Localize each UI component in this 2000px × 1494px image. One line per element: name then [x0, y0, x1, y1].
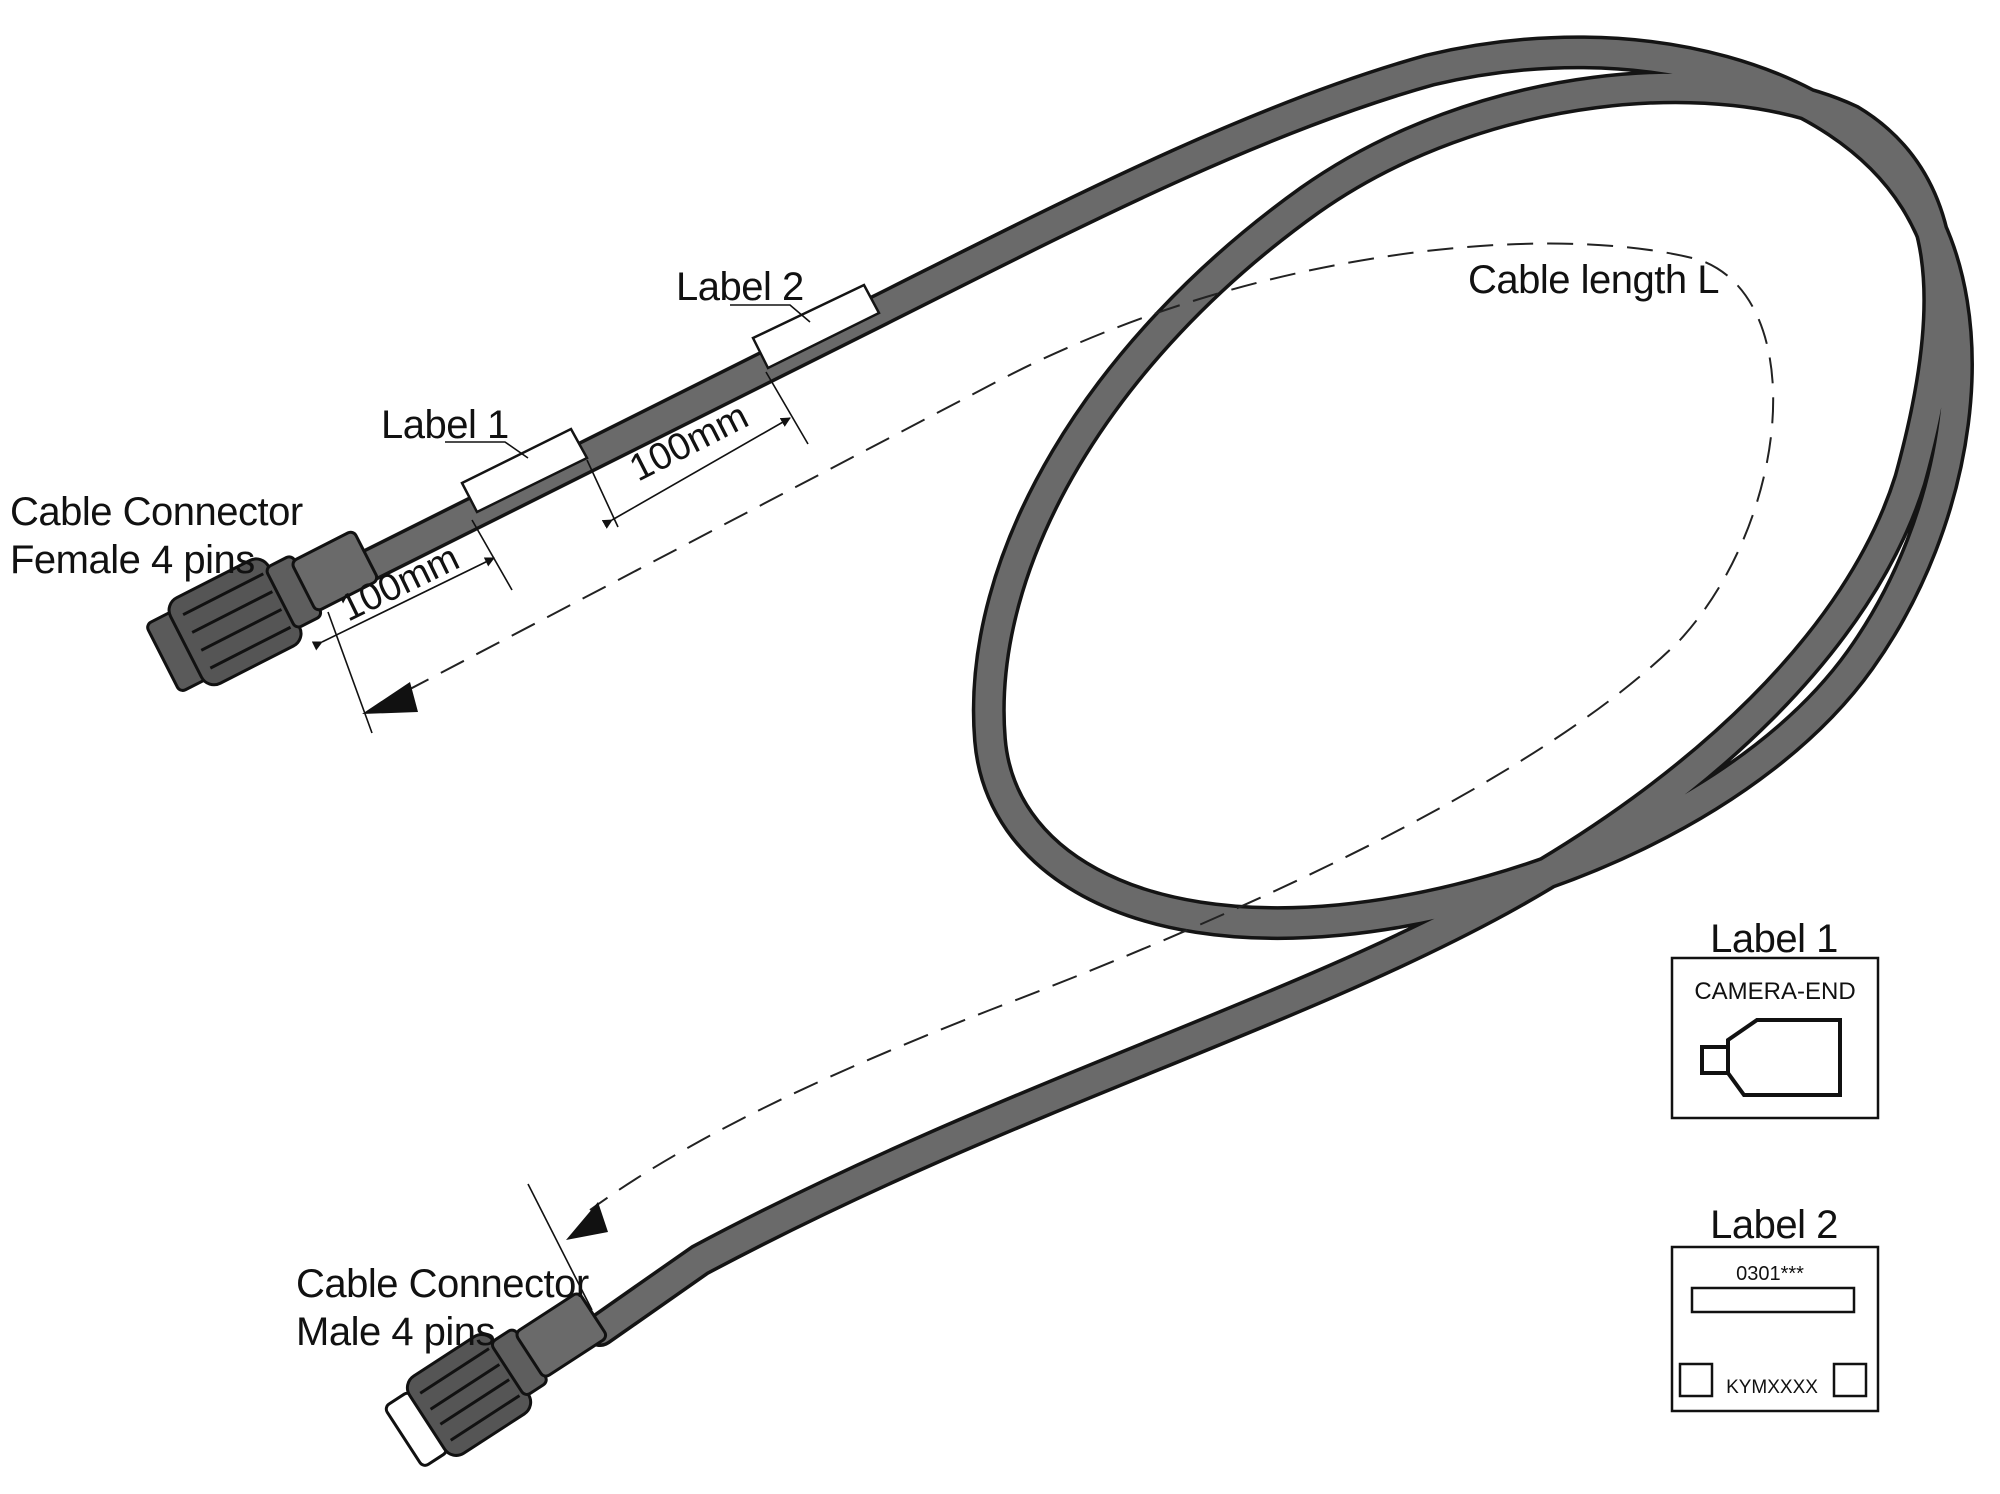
- label2-leader: [730, 304, 811, 323]
- cable: [283, 35, 1974, 1347]
- label2-callout-text: Label 2: [676, 265, 804, 309]
- label1-leader: [445, 441, 529, 459]
- camera-icon: [1700, 1018, 1842, 1097]
- label2-sleeve: [751, 283, 881, 370]
- female-connector: [146, 530, 379, 692]
- cable-length-text: Cable length L: [1468, 258, 1719, 302]
- male-connector: [384, 1292, 608, 1467]
- male-connector-line1: Cable Connector: [296, 1262, 589, 1306]
- label1-box: Label 1 CAMERA-END: [1670, 917, 1880, 1120]
- label1-box-title: Label 1: [1710, 917, 1838, 961]
- label2-box-code: 0301***: [1736, 1263, 1804, 1285]
- female-connector-line1: Cable Connector: [10, 490, 303, 534]
- female-connector-line2: Female 4 pins: [10, 538, 255, 582]
- label2-box-serial: KYMXXXX: [1726, 1377, 1818, 1398]
- male-connector-line2: Male 4 pins: [296, 1310, 495, 1354]
- label1-callout-text: Label 1: [381, 403, 509, 447]
- checkbox-left: [1678, 1362, 1714, 1398]
- label2-box-title: Label 2: [1710, 1203, 1838, 1247]
- checkbox-right: [1832, 1362, 1868, 1398]
- label1-box-text: CAMERA-END: [1694, 978, 1855, 1005]
- cable-length-dimension: [327, 242, 1775, 1311]
- length-arrow-bottom: [566, 1202, 608, 1240]
- length-arrow-top: [362, 682, 418, 714]
- barcode-field: [1690, 1286, 1856, 1314]
- label1-sleeve: [460, 427, 589, 514]
- label2-box: Label 2 0301*** KYMXXXX: [1670, 1203, 1880, 1413]
